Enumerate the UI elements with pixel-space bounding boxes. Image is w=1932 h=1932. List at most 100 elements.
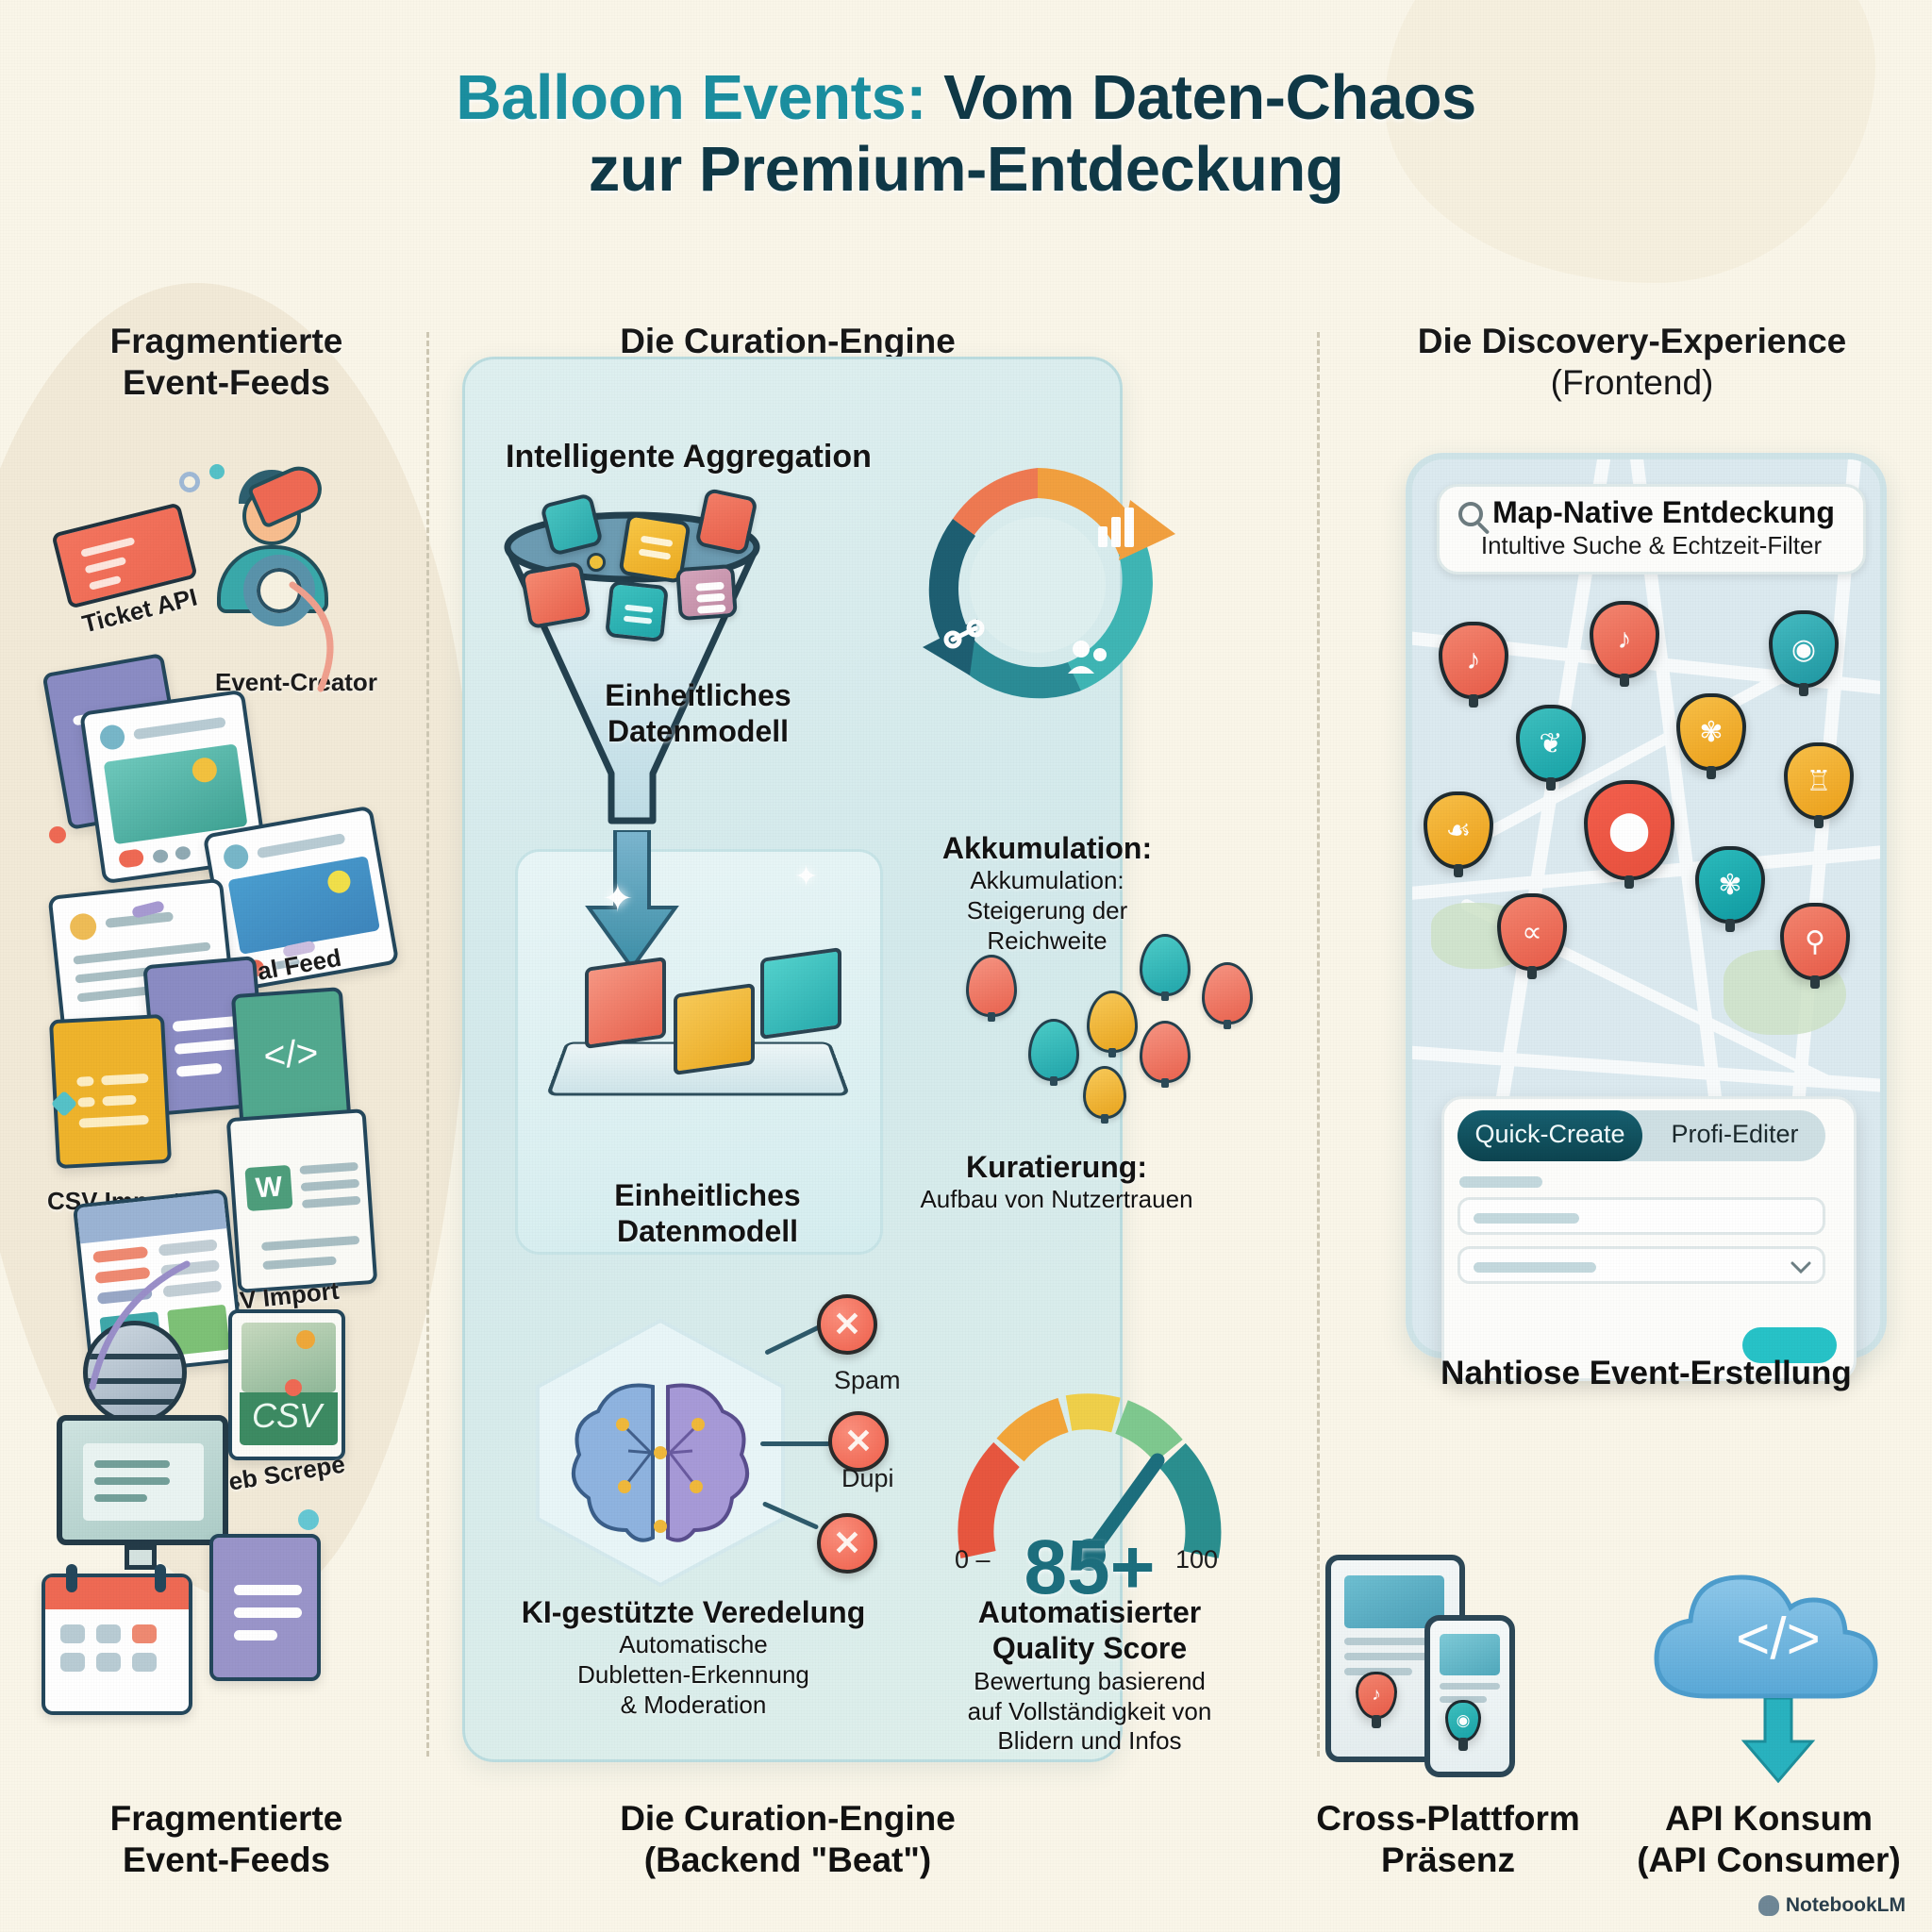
- brain-hexagon-icon: [536, 1318, 785, 1588]
- bottom-api-line1: API Konsum: [1665, 1799, 1873, 1838]
- cycle-arrows-icon: [923, 468, 1175, 699]
- submit-button[interactable]: [1742, 1327, 1837, 1363]
- data-chip: [605, 579, 669, 643]
- akkumulation-heading: Akkumulation:: [941, 831, 1153, 865]
- bottom-cross-line1: Cross-Plattform: [1316, 1799, 1580, 1838]
- data-chip: [675, 563, 738, 622]
- balloon-icon: [1140, 1021, 1191, 1088]
- select-placeholder-bar: [1474, 1262, 1596, 1273]
- sparkle-icon: ✦: [794, 861, 819, 892]
- balloon-icon: [1087, 991, 1138, 1058]
- seamless-creation-caption: Nahtiose Event-Erstellung: [1441, 1355, 1852, 1391]
- quality-gauge: [958, 1393, 1222, 1571]
- title-accent: Balloon Events:: [456, 62, 927, 133]
- document-icon: [209, 1534, 321, 1681]
- api-down-arrow-icon: [1740, 1698, 1816, 1783]
- ai-refinement-sub3: & Moderation: [620, 1690, 767, 1719]
- ai-refinement-sub2: Dubletten-Erkennung: [577, 1660, 809, 1690]
- data-chip: [520, 560, 591, 630]
- cube-icon: [760, 946, 841, 1041]
- quality-heading-line2: Quality Score: [991, 1631, 1188, 1666]
- select-field[interactable]: [1457, 1246, 1825, 1284]
- header-left-line2: Event-Feeds: [122, 362, 330, 402]
- cube-icon: [585, 956, 666, 1050]
- kuratierung-sub: Aufbau von Nutzertrauen: [920, 1185, 1193, 1214]
- search-subtitle: Intultive Suche & Echtzeit-Filter: [1480, 531, 1823, 559]
- bottom-caption-cross-platform: Cross-Plattform Präsenz: [1292, 1798, 1604, 1882]
- funnel-label-line2: Datenmodell: [607, 714, 790, 749]
- ai-refinement-caption: KI-gestützte Veredelung Automatische Dub…: [509, 1594, 877, 1721]
- document-icon: [48, 1013, 173, 1170]
- notebooklm-logo-icon: [1757, 1895, 1779, 1916]
- map-pin-wheel-icon[interactable]: ✾: [1695, 846, 1765, 932]
- quality-sub1: Bewertung basierend: [974, 1666, 1206, 1695]
- akkumulation-sub1: Akkumulation:: [970, 866, 1124, 895]
- segment-active-indicator: [1457, 1110, 1642, 1161]
- svg-text:</>: </>: [1736, 1607, 1821, 1672]
- title-rest: Vom Daten-Chaos: [926, 62, 1476, 133]
- confetti-dot: [49, 826, 66, 843]
- map-pin-trophy-icon[interactable]: ♖: [1784, 742, 1854, 828]
- bottom-left-line1: Fragmentierte: [109, 1799, 343, 1838]
- reject-icon: ✕: [828, 1411, 889, 1472]
- chevron-down-icon: [1790, 1261, 1811, 1274]
- field-label-placeholder: [1459, 1176, 1542, 1188]
- page-title: Balloon Events: Vom Daten-Chaos zur Prem…: [0, 62, 1932, 207]
- kuratierung-caption: Kuratierung: Aufbau von Nutzertrauen: [906, 1149, 1208, 1215]
- bottom-cross-line2: Präsenz: [1381, 1840, 1515, 1880]
- aggregation-title: Intelligente Aggregation: [506, 439, 872, 475]
- map-pin-location-icon[interactable]: ⬤: [1584, 780, 1674, 889]
- search-title: Map-Native Entdeckung: [1492, 495, 1835, 529]
- map-pin-ribbon-icon[interactable]: ∝: [1497, 893, 1567, 979]
- map-pin-food-icon[interactable]: ❦: [1516, 705, 1586, 791]
- map-pin-ticket-icon[interactable]: ◉: [1769, 610, 1839, 696]
- quality-score-caption: Automatisierter Quality Score Bewertung …: [934, 1594, 1245, 1757]
- divider-left: [426, 332, 429, 1757]
- text-input-field[interactable]: [1457, 1197, 1825, 1235]
- calendar-icon: [42, 1564, 192, 1715]
- editor-mode-segmented-control[interactable]: Quick-Create Profi-Editer: [1457, 1110, 1825, 1161]
- segment-quick-create[interactable]: Quick-Create: [1474, 1120, 1625, 1148]
- balloon-icon: [1083, 1066, 1126, 1124]
- reject-label-dupi: Dupi: [841, 1464, 894, 1492]
- header-left-line1: Fragmentierte: [109, 322, 343, 360]
- bottom-mid-line2: (Backend "Beat"): [643, 1840, 932, 1880]
- header-right-line1: Die Discovery-Experience: [1417, 322, 1847, 360]
- akkumulation-sub2: Steigerung der Reichweite: [966, 896, 1128, 955]
- bottom-left-line2: Event-Feeds: [122, 1840, 330, 1880]
- model-label: Einheitliches Datenmodell: [566, 1177, 849, 1250]
- map-pin-music-note-icon[interactable]: ♪: [1590, 601, 1659, 687]
- quality-score-value: 85+: [1024, 1524, 1156, 1610]
- reject-icon: ✕: [817, 1513, 877, 1574]
- confetti-ring: [179, 472, 200, 492]
- notebooklm-watermark: NotebookLM: [1757, 1894, 1906, 1917]
- cube-icon: [674, 982, 755, 1076]
- event-create-card: Quick-Create Profi-Editer: [1441, 1096, 1857, 1381]
- map-pin-shoe-icon[interactable]: ☙: [1424, 791, 1493, 877]
- data-chip-small: [587, 553, 606, 572]
- reject-icon: ✕: [817, 1294, 877, 1355]
- source-label-event-creator: Event-Creator: [215, 668, 377, 696]
- akkumulation-caption: Akkumulation: Akkumulation: Steigerung d…: [906, 830, 1189, 957]
- balloon-icon: [1028, 1019, 1079, 1086]
- ai-refinement-heading: KI-gestützte Veredelung: [521, 1595, 866, 1629]
- map-pin-flag-icon[interactable]: ⚲: [1780, 903, 1850, 989]
- segment-profi-editor[interactable]: Profi-Editer: [1671, 1120, 1799, 1148]
- quality-heading-line1: Automatisierter: [977, 1595, 1202, 1629]
- quality-sub3: Blidern und Infos: [997, 1726, 1182, 1756]
- cloud-api-icon: </>: [1654, 1574, 1878, 1699]
- watermark-text: NotebookLM: [1785, 1894, 1906, 1916]
- map-pin-music-note-icon[interactable]: ♪: [1439, 622, 1508, 708]
- search-icon: [1458, 502, 1483, 526]
- model-label-line2: Datenmodell: [616, 1214, 799, 1249]
- monitor-icon: [57, 1415, 228, 1545]
- reject-connector: [760, 1441, 830, 1446]
- map-search-bar[interactable]: Map-Native Entdeckung Intultive Suche & …: [1437, 484, 1866, 575]
- funnel-label: Einheitliches Datenmodell: [566, 677, 830, 750]
- map-pin-wheel-icon[interactable]: ✾: [1676, 693, 1746, 779]
- word-document-icon: W: [225, 1108, 378, 1293]
- bottom-caption-mid: Die Curation-Engine (Backend "Beat"): [462, 1798, 1113, 1882]
- monitor-stand: [125, 1545, 157, 1570]
- csv-image-file-icon: CSV: [228, 1309, 345, 1460]
- phone-device-icon: ◉: [1424, 1615, 1515, 1777]
